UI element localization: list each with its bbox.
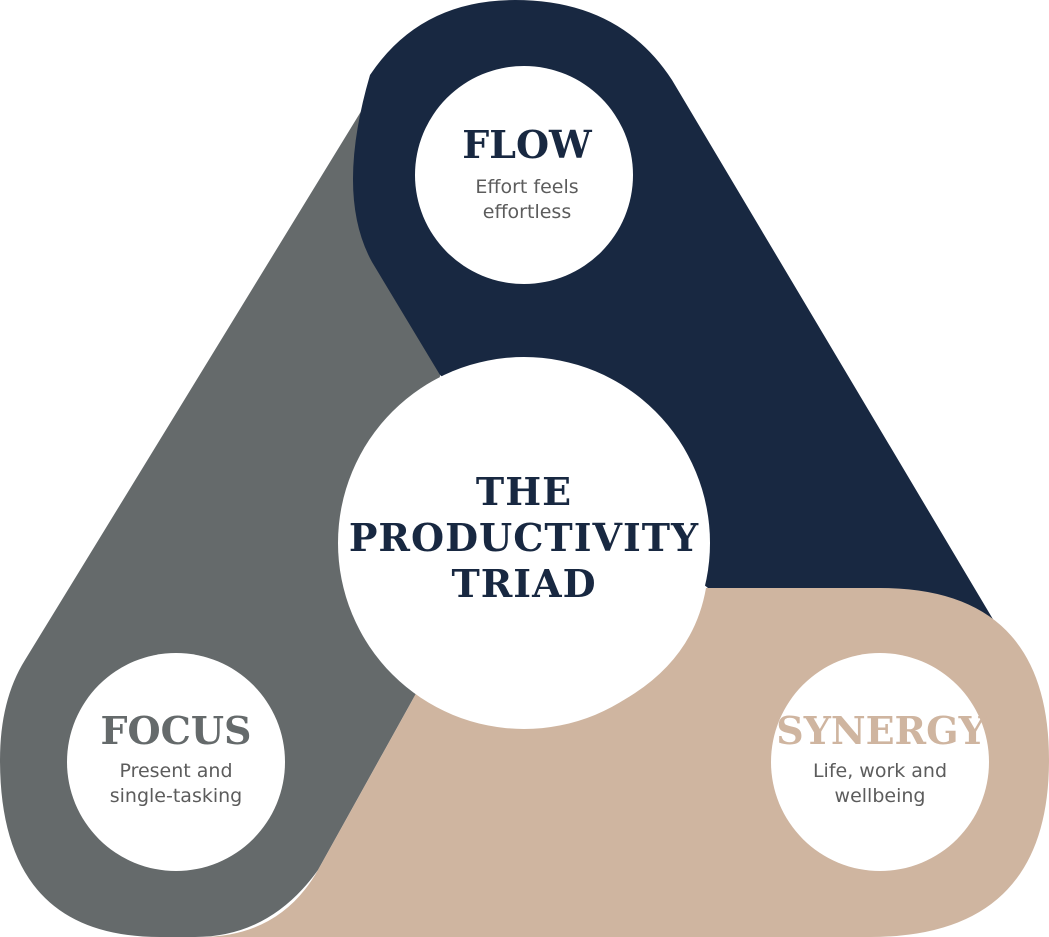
center-title-line-2: PRODUCTIVITY <box>349 515 699 560</box>
focus-circle <box>67 653 285 871</box>
flow-circle <box>415 66 633 284</box>
focus-subtitle-line-2: single-tasking <box>110 785 242 807</box>
center-circle <box>338 357 710 729</box>
flow-title: FLOW <box>462 122 593 167</box>
synergy-circle <box>771 653 989 871</box>
synergy-subtitle-line-1: Life, work and <box>813 760 947 782</box>
synergy-title: SYNERGY <box>776 708 986 753</box>
synergy-subtitle-line-2: wellbeing <box>835 785 926 807</box>
center-title-line-1: THE <box>476 469 572 514</box>
center-title-line-3: TRIAD <box>451 561 596 606</box>
focus-title: FOCUS <box>101 708 252 753</box>
flow-subtitle-line-2: effortless <box>483 201 571 223</box>
flow-subtitle-line-1: Effort feels <box>475 176 578 198</box>
focus-subtitle-line-1: Present and <box>119 760 232 782</box>
